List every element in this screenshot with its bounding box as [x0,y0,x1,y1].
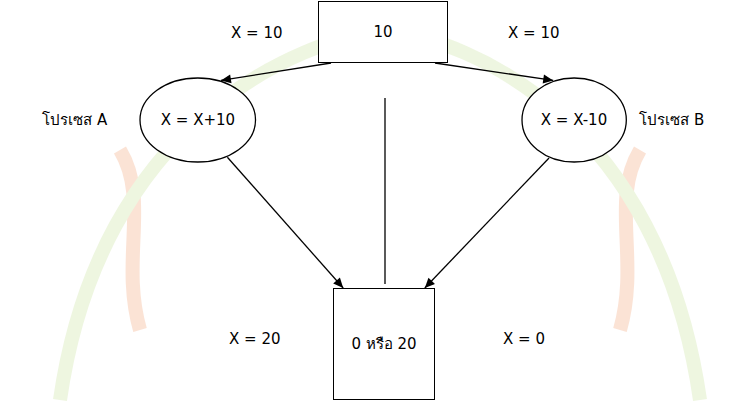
edge-label: X = 0 [500,330,548,348]
node-text: X = X+10 [161,106,235,135]
divider-line [384,98,385,284]
node-text: X = X-10 [541,106,607,135]
flow-arrow [221,63,331,83]
arrow-head [333,278,343,288]
flow-arrow [425,158,549,288]
edge-label: X = 10 [505,24,562,42]
process-box: 10 [318,1,448,63]
process-circle: X = X+10โปรเซส A [139,77,257,163]
watermark-ring [60,30,700,400]
process-name: โปรเซส A [42,108,107,132]
node-text: 10 [373,18,392,47]
edge-label: X = 10 [228,24,285,42]
process-box: 0 หรือ 20 [333,288,435,400]
flow-arrow [227,157,343,288]
watermark-flame [120,150,140,330]
edge-label: X = 20 [226,330,283,348]
arrow-head [425,278,435,288]
node-text: 0 หรือ 20 [348,330,420,359]
process-circle: X = X-10โปรเซส B [521,77,627,163]
process-name: โปรเซส B [639,108,704,132]
flow-arrow [435,63,553,83]
